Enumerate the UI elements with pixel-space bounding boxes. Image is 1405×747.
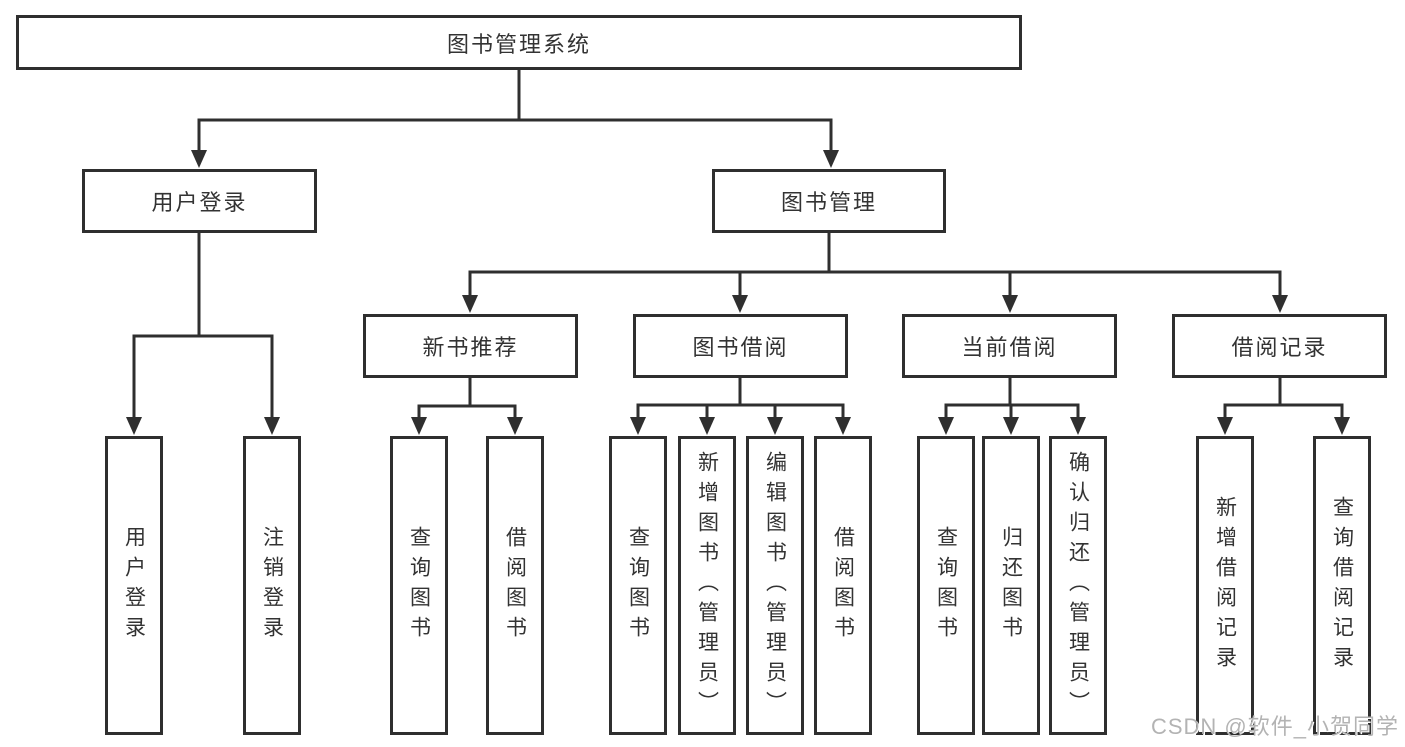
- node-query-books-leaf: 查询图书: [390, 436, 448, 735]
- node-query-books-leaf: 查询图书: [609, 436, 667, 735]
- node-new-book-recommendation: 新书推荐: [363, 314, 578, 378]
- node-query-books-leaf: 查询图书: [917, 436, 975, 735]
- node-user-login-leaf: 用户登录: [105, 436, 163, 735]
- node-current-borrowing: 当前借阅: [902, 314, 1117, 378]
- node-return-books-leaf: 归还图书: [982, 436, 1040, 735]
- node-borrow-books-leaf: 借阅图书: [486, 436, 544, 735]
- node-edit-books-admin-leaf: 编辑图书（管理员）: [746, 436, 804, 735]
- node-borrowing-records: 借阅记录: [1172, 314, 1387, 378]
- node-user-login-branch: 用户登录: [82, 169, 317, 233]
- node-confirm-return-admin-leaf: 确认归还（管理员）: [1049, 436, 1107, 735]
- csdn-watermark: CSDN @软件_小贺同学: [1150, 714, 1399, 739]
- node-query-borrow-record-leaf: 查询借阅记录: [1313, 436, 1371, 735]
- node-borrow-books-leaf: 借阅图书: [814, 436, 872, 735]
- node-library-management-system: 图书管理系统: [16, 15, 1022, 70]
- node-add-books-admin-leaf: 新增图书（管理员）: [678, 436, 736, 735]
- node-book-management-branch: 图书管理: [712, 169, 946, 233]
- node-add-borrow-record-leaf: 新增借阅记录: [1196, 436, 1254, 735]
- node-book-borrowing: 图书借阅: [633, 314, 848, 378]
- node-logout-leaf: 注销登录: [243, 436, 301, 735]
